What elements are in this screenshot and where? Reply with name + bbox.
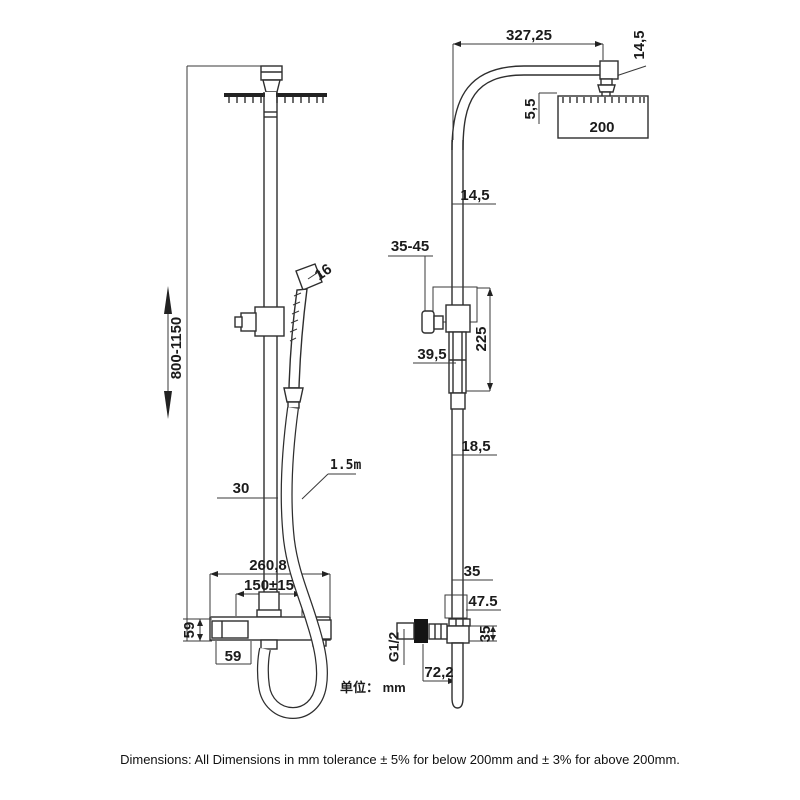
- dim-pipe-width: 30: [233, 480, 250, 497]
- dim-connector-length: 47.5: [468, 593, 497, 610]
- front-view: 16 800-1150 30 1.5m 260,8 150±15 59 59: [164, 65, 361, 720]
- dim-pipe-diameter: 14,5: [460, 187, 489, 204]
- dim-connector-width: 35: [464, 563, 481, 580]
- dim-head-width: 200: [589, 119, 614, 136]
- dim-slider-length: 225: [473, 326, 490, 351]
- dim-bracket-offset: 35-45: [391, 238, 429, 255]
- dim-adjustable-height: 800-1150: [168, 317, 185, 380]
- dim-arm-projection: 327,25: [506, 27, 552, 44]
- dim-thread-size: G1/2: [386, 632, 402, 663]
- dim-body-width: 260,8: [249, 557, 287, 574]
- dim-lower-pipe-diameter: 18,5: [461, 438, 490, 455]
- dim-outlet-drop: 72,2: [424, 664, 453, 681]
- dim-valve-depth: 35: [477, 626, 494, 643]
- dim-inlet-centres: 150±15: [244, 577, 294, 594]
- dim-hose-length: 1.5m: [330, 458, 361, 473]
- dim-head-offset: 5,5: [522, 99, 539, 120]
- dim-arm-thickness: 14,5: [631, 30, 648, 59]
- dim-inlet-width: 59: [225, 648, 242, 665]
- side-view: 327,25 14,5 5,5 200 14,5 35-45 225 39,5 …: [386, 27, 649, 709]
- units-label: 单位： mm: [340, 680, 406, 695]
- tolerance-note: Dimensions: All Dimensions in mm toleran…: [120, 752, 680, 767]
- dim-bracket-width: 39,5: [417, 346, 446, 363]
- dim-inlet-height: 59: [181, 622, 198, 639]
- dim-handset-diameter: 16: [312, 261, 335, 284]
